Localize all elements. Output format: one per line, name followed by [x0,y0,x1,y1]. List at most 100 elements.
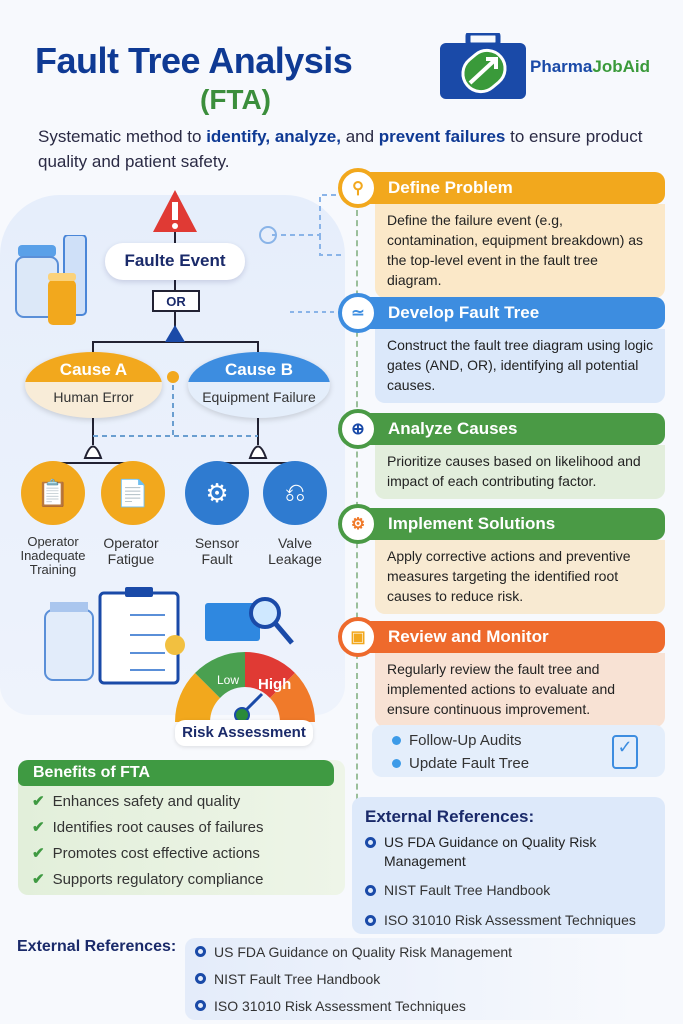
step-analyze-causes: Analyze Causes ⊕ Prioritize causes based… [338,409,665,499]
benefit-item: ✔ Promotes cost effective actions [32,840,345,866]
bottom-references: US FDA Guidance on Quality Risk Manageme… [185,938,635,1020]
risk-gauge [175,652,315,723]
reference-item[interactable]: NIST Fault Tree Handbook [365,877,655,903]
ring-bullet-icon [195,1000,206,1011]
cause-a-node[interactable]: Cause A Human Error [25,352,162,418]
gauge-high-label: High [258,676,292,693]
check-icon: ✔ [32,845,45,862]
ring-bullet-icon [365,837,376,848]
cause-b-node[interactable]: Cause B Equipment Failure [188,352,330,418]
brand-part: JobAid [592,57,650,76]
training-document-icon[interactable]: 📋 [21,461,85,525]
check-icon: ✔ [32,871,45,888]
step-title: Implement Solutions [340,508,665,540]
leaf-line: Valve [278,535,312,551]
benefit-label: Promotes cost effective actions [52,844,260,862]
ring-bullet-icon [195,973,206,984]
page-subtitle-abbr: (FTA) [200,84,271,115]
medicine-bottles-illustration [14,234,94,330]
benefit-label: Supports regulatory compliance [52,870,264,888]
benefit-item: ✔ Enhances safety and quality [32,788,345,814]
reference-label: US FDA Guidance on Quality Risk Manageme… [214,943,513,960]
step-title: Review and Monitor [340,621,665,653]
followup-label: Follow-Up Audits [409,732,522,749]
bullet-icon [392,736,401,745]
reference-item[interactable]: US FDA Guidance on Quality Risk Manageme… [195,938,635,965]
step-body: Construct the fault tree diagram using l… [375,329,665,403]
step-define-problem: Define Problem ⚲ Define the failure even… [338,168,665,298]
tree-nodes-icon: ≃ [338,293,378,333]
bottom-refs-title: External References: [17,938,177,955]
external-references-box: External References: US FDA Guidance on … [352,797,665,934]
analyze-magnifier-icon: ⊕ [338,409,378,449]
reference-label: ISO 31010 Risk Assessment Techniques [214,997,466,1014]
benefit-item: ✔ Supports regulatory compliance [32,866,345,892]
reference-label: NIST Fault Tree Handbook [214,970,381,987]
intro-part: identify, analyze, [206,127,341,146]
refs-box-title: External References: [365,807,535,826]
benefit-label: Identifies root causes of failures [52,818,264,836]
step-title: Develop Fault Tree [340,297,665,329]
top-event-node[interactable]: Faulte Event [105,243,245,280]
leaf-line: Training [29,562,77,577]
fatigue-clipboard-icon[interactable]: 📄 [101,461,165,525]
step-title: Define Problem [340,172,665,204]
leaf-line: Sensor [194,535,240,551]
valve-icon[interactable]: ⎌ [263,461,327,525]
bullet-icon [392,759,401,768]
gauge-low-label: Low [217,673,240,687]
sensor-gear-icon[interactable]: ⚙ [185,461,249,525]
step-body: Define the failure event (e.g, contamina… [375,204,665,298]
benefits-title: Benefits of FTA [18,760,334,786]
ring-bullet-icon [365,914,376,926]
intro-part: to ensure product quality and patient sa… [38,127,643,171]
followup-item: Follow-Up Audits [392,729,665,752]
step-body: Apply corrective actions and preventive … [375,540,665,614]
checklist-illustration [40,585,300,685]
brand-name: PharmaJobAid [530,57,650,77]
check-icon: ✔ [32,819,45,836]
risk-assessment-label: Risk Assessment [175,720,313,746]
leaf-line: Operator [27,534,79,549]
or-gate: OR [152,290,200,312]
benefit-label: Enhances safety and quality [52,792,241,810]
monitor-chart-icon: ▣ [338,617,378,657]
check-icon: ✔ [32,793,45,810]
followup-box: Follow-Up Audits Update Fault Tree ✓ [372,725,665,777]
reference-label: ISO 31010 Risk Assessment Techniques [384,912,636,928]
followup-label: Update Fault Tree [409,755,530,772]
cause-b-label: Equipment Failure [202,389,316,405]
leaf-line: Fatigue [107,551,155,567]
reference-item[interactable]: ISO 31010 Risk Assessment Techniques [365,907,655,933]
benefits-box: Benefits of FTA ✔ Enhances safety and qua… [18,760,345,895]
intro-text: Systematic method to identify, analyze, … [38,124,658,174]
logo-icon [440,30,526,99]
cause-a-label: Human Error [53,389,134,405]
leaf-line: Leakage [268,551,322,567]
leaf-line: Fault [201,551,233,567]
reference-item[interactable]: US FDA Guidance on Quality Risk Manageme… [365,833,655,871]
tree-connectors [52,190,345,470]
intro-part: prevent failures [378,127,506,146]
reference-item[interactable]: NIST Fault Tree Handbook [195,965,635,992]
step-implement-solutions: Implement Solutions ⚙ Apply corrective a… [338,504,665,614]
ring-bullet-icon [195,946,206,957]
ring-bullet-icon [365,884,376,896]
reference-item[interactable]: ISO 31010 Risk Assessment Techniques [195,992,635,1019]
gear-icon: ⚙ [338,504,378,544]
brand-part: Pharma [530,57,593,76]
step-develop-fault-tree: Develop Fault Tree ≃ Construct the fault… [338,293,665,403]
leaf-line: Operator [103,535,159,551]
page-title: Fault Tree Analysis [35,40,353,81]
clipboard-check-icon: ✓ [612,735,638,769]
benefit-item: ✔ Identifies root causes of failures [32,814,345,840]
reference-label: NIST Fault Tree Handbook [384,882,551,898]
intro-part: Systematic method to [38,127,207,146]
step-body: Prioritize causes based on likelihood an… [375,445,665,499]
leaf-line: Inadequate [20,548,86,563]
step-title: Analyze Causes [340,413,665,445]
